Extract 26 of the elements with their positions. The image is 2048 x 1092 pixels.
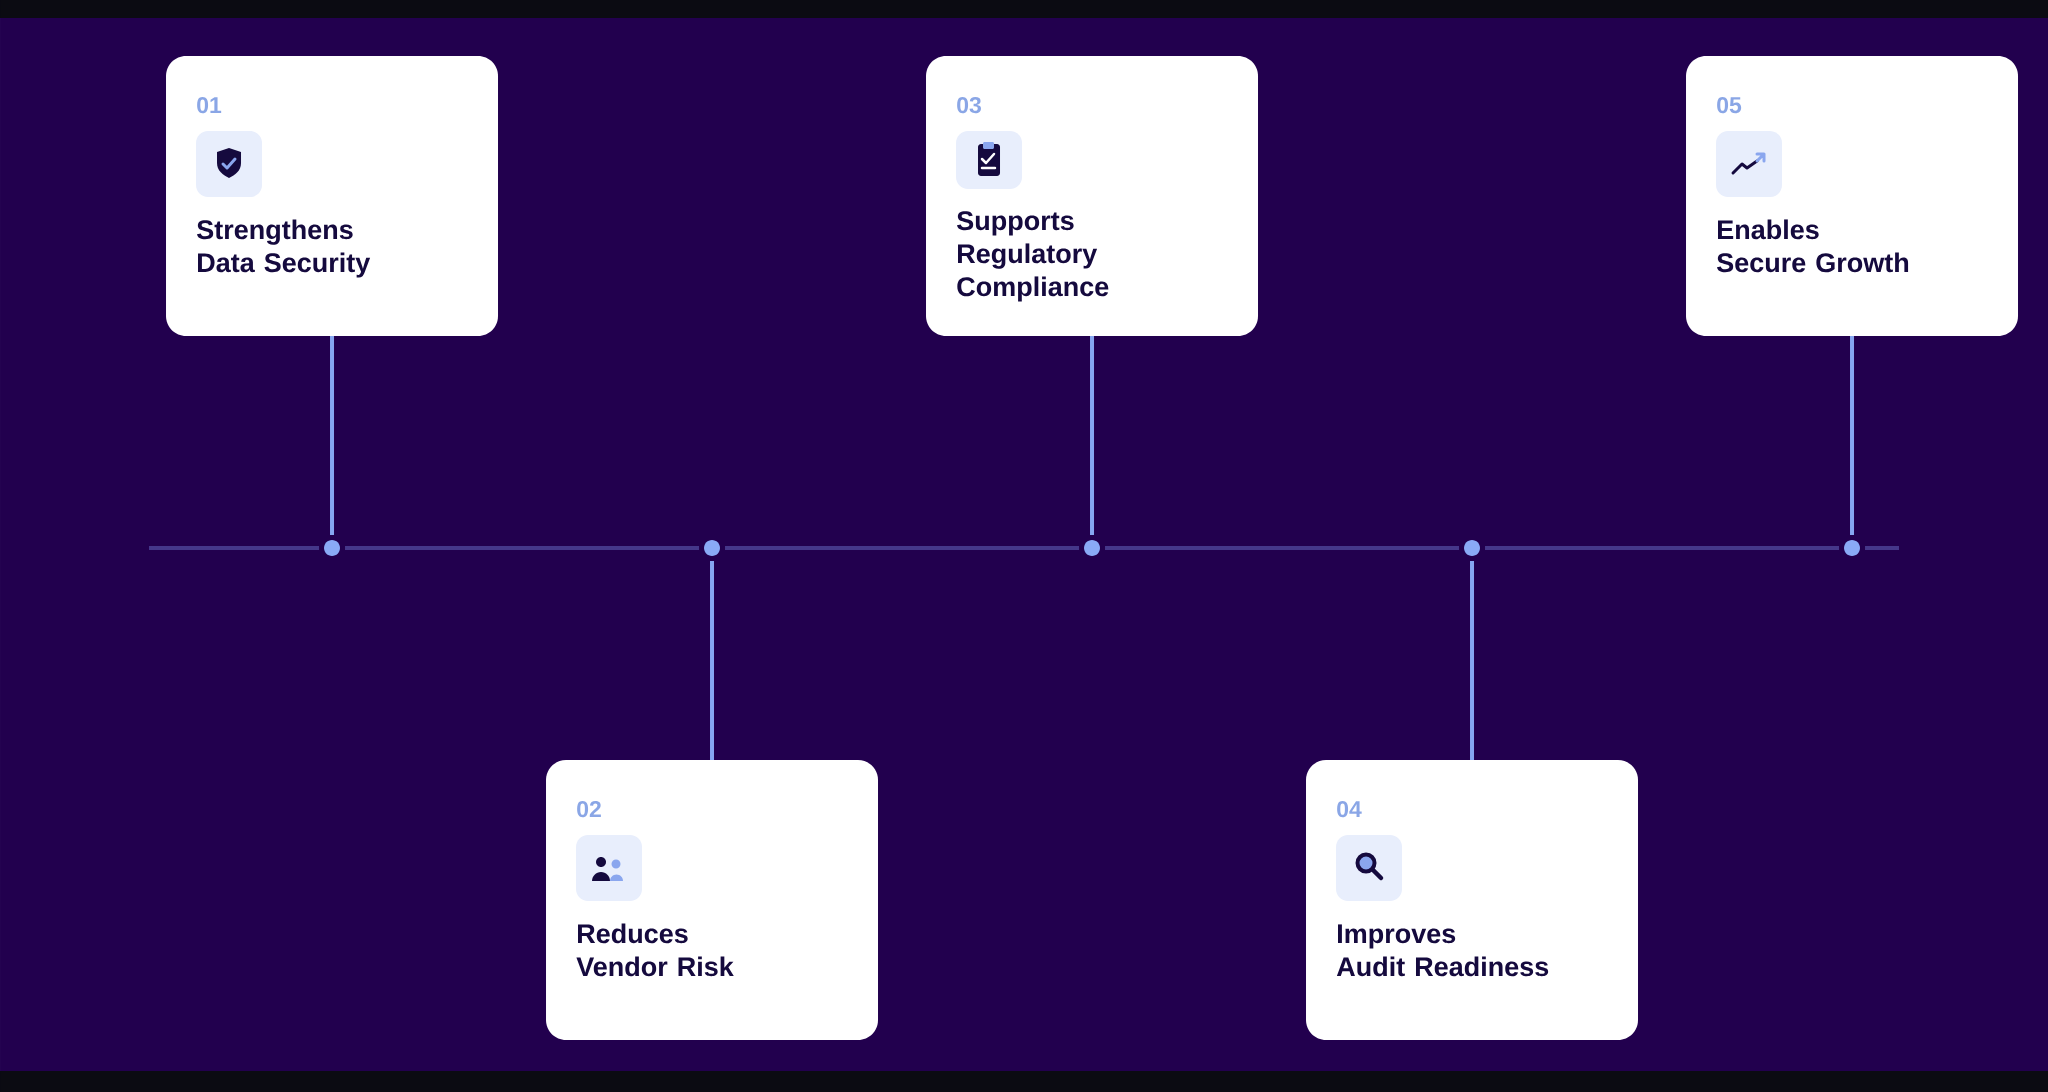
card-title: Reduces Vendor Risk (576, 923, 734, 977)
step-number: 05 (1717, 96, 1742, 114)
timeline-line (345, 546, 699, 550)
timeline-line (1865, 546, 1899, 550)
step-number: 03 (957, 96, 981, 114)
timeline-dot (704, 540, 720, 556)
card-title: Supports Regulatory Compliance (957, 211, 1109, 302)
connector-line (330, 336, 334, 535)
timeline-dot (1084, 540, 1100, 556)
step-number: 01 (197, 96, 222, 114)
card-title: Enables Secure Growth (1717, 219, 1909, 273)
connector-line (1470, 561, 1474, 760)
step-number: 02 (577, 800, 601, 818)
timeline-dot (1464, 540, 1480, 556)
timeline-dot (324, 540, 340, 556)
timeline-line (1105, 546, 1459, 550)
card-title: Improves Audit Readiness (1336, 924, 1549, 977)
connector-line (710, 561, 714, 760)
timeline-dot (1844, 540, 1860, 556)
timeline-line (149, 546, 319, 550)
connector-line (1090, 336, 1094, 535)
timeline-line (1485, 546, 1839, 550)
connector-line (1850, 336, 1854, 535)
card-title: Strengthens Data Security (197, 219, 371, 278)
timeline-line (725, 546, 1079, 550)
step-number: 04 (1337, 800, 1362, 818)
